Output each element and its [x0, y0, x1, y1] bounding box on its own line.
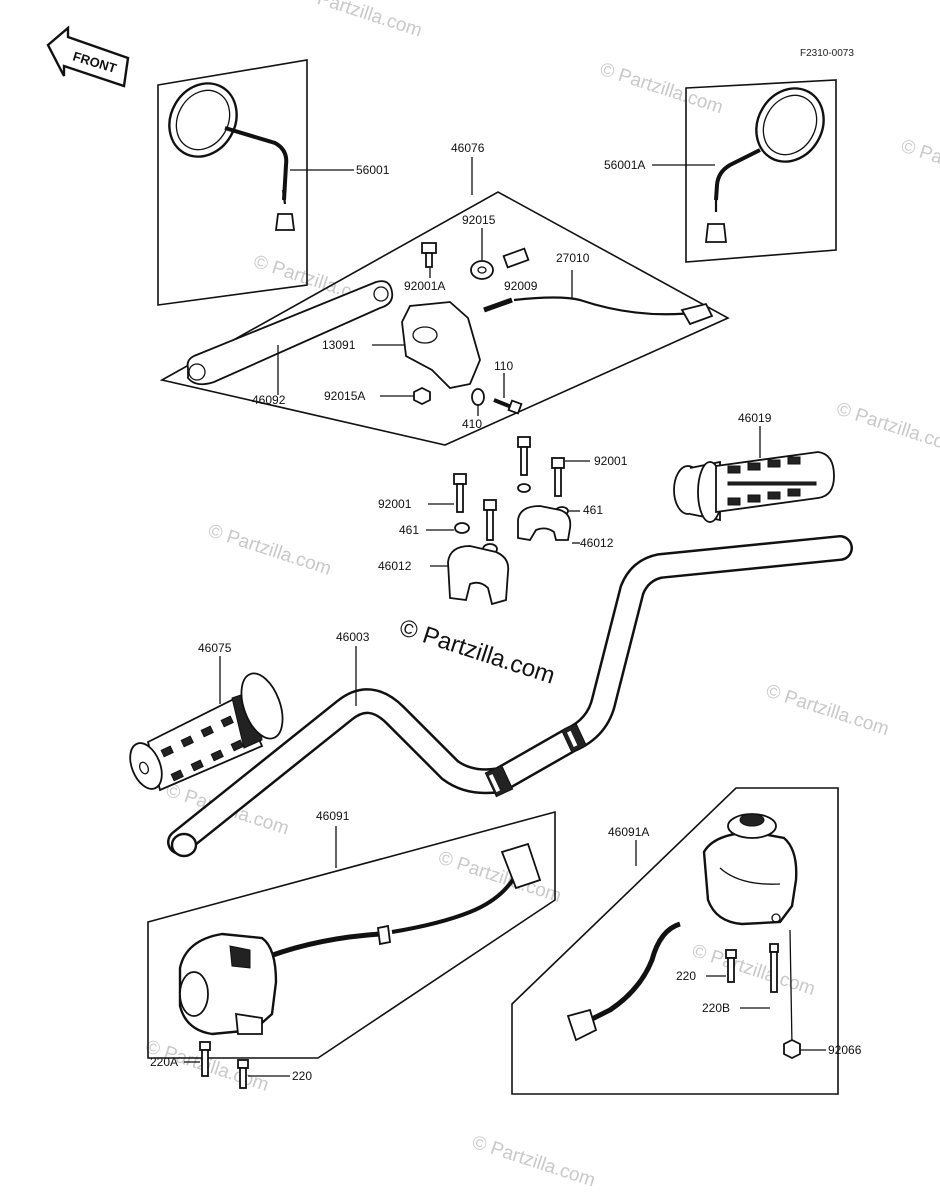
watermark-text: © Partzilla.com	[763, 681, 891, 741]
watermark-text: © Partzilla.com	[205, 520, 333, 580]
label-220-right: 220	[676, 969, 696, 983]
label-110: 110	[494, 359, 513, 373]
watermark-main: © Partzilla.com	[396, 614, 558, 690]
label-92009: 92009	[504, 279, 538, 293]
label-220A: 220A	[150, 1055, 178, 1069]
label-410: 410	[462, 417, 482, 431]
right-switch-group: 46091A 220 220B 92066	[511, 787, 862, 1095]
label-46092: 46092	[252, 393, 286, 407]
watermark-text: © Partzilla.com	[597, 59, 725, 119]
label-46012-right: 46012	[580, 536, 614, 550]
label-92015: 92015	[462, 213, 496, 227]
mirror-left-group: 56001	[157, 59, 390, 306]
left-switch-group: 46091 220A 220	[147, 809, 556, 1089]
handlebar-group: 46003	[167, 535, 853, 858]
label-461-right: 461	[583, 503, 603, 517]
label-56001A: 56001A	[604, 158, 645, 172]
clamp-group: 92001 461 92001 461 46012 46012	[378, 436, 628, 606]
lever-assembly-group: 46076 46092 92001A 92015 92009 27010 130…	[159, 141, 730, 446]
label-46019: 46019	[738, 411, 772, 425]
right-grip-group: 46019	[673, 411, 835, 523]
label-46076: 46076	[451, 141, 485, 155]
label-56001: 56001	[356, 163, 390, 177]
watermark-text: © Partzilla.com	[296, 0, 424, 42]
left-grip-group: 46075	[129, 641, 284, 792]
label-92015A: 92015A	[324, 389, 365, 403]
label-13091: 13091	[322, 338, 356, 352]
label-46075: 46075	[198, 641, 232, 655]
label-46091: 46091	[316, 809, 350, 823]
watermark-text: © Partzilla.com	[834, 399, 940, 459]
watermark-text: © Partzilla.com	[436, 848, 564, 908]
label-46091A: 46091A	[608, 825, 649, 839]
label-220-left: 220	[292, 1069, 312, 1083]
label-92001-left: 92001	[378, 497, 412, 511]
label-46012-left: 46012	[378, 559, 412, 573]
watermark-text: © Partzilla.com	[898, 136, 940, 196]
diagram-code: F2310-0073	[800, 48, 854, 59]
label-27010: 27010	[556, 251, 590, 265]
label-92001-right: 92001	[594, 454, 628, 468]
label-461-left: 461	[399, 523, 419, 537]
mirror-right-group: 56001A	[604, 79, 837, 263]
label-46003: 46003	[336, 630, 370, 644]
front-arrow: FRONT	[46, 25, 130, 88]
label-92001A: 92001A	[404, 279, 445, 293]
label-92066: 92066	[828, 1043, 862, 1057]
label-220B: 220B	[702, 1001, 730, 1015]
watermark-text: © Partzilla.com	[469, 1132, 597, 1192]
watermark-text: © Partzilla.com	[689, 940, 817, 1000]
